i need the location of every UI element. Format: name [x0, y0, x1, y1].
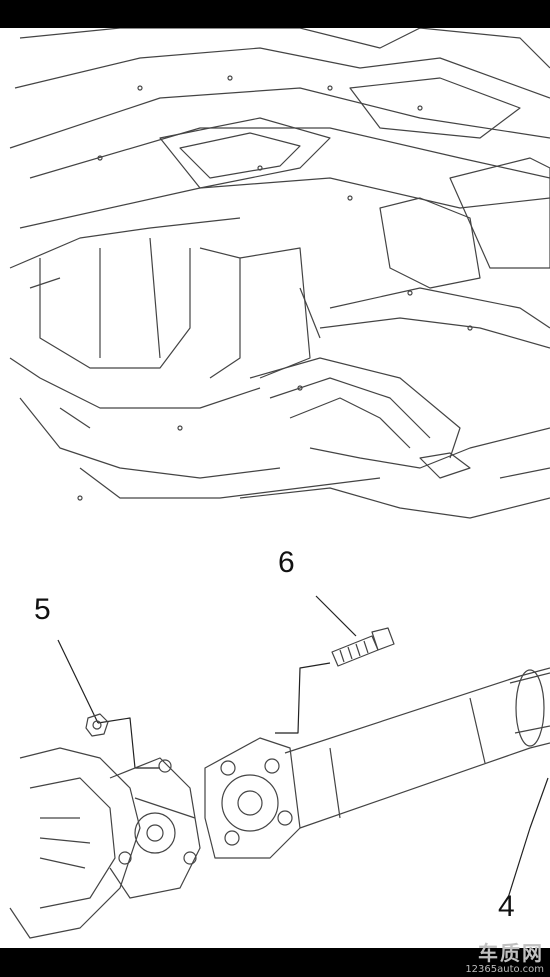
- watermark-url: 12365auto.com: [465, 964, 544, 975]
- watermark: 车质网 12365auto.com: [465, 942, 544, 975]
- nut-part: [85, 713, 109, 737]
- watermark-logo: 车质网: [478, 941, 544, 965]
- bolt-part: [331, 627, 395, 667]
- diagram-canvas: 5 6 4: [0, 28, 550, 948]
- callout-5: 5: [34, 593, 51, 626]
- bottom-black-bar: [0, 948, 550, 977]
- propeller-shaft: [204, 667, 550, 859]
- leader-lines: [57, 595, 549, 899]
- vehicle-underbody: [9, 28, 550, 519]
- differential-housing: [9, 747, 201, 939]
- exploded-view-diagram: [9, 28, 550, 939]
- callout-4: 4: [498, 890, 515, 923]
- top-black-bar: [0, 0, 550, 28]
- callout-6: 6: [278, 546, 295, 579]
